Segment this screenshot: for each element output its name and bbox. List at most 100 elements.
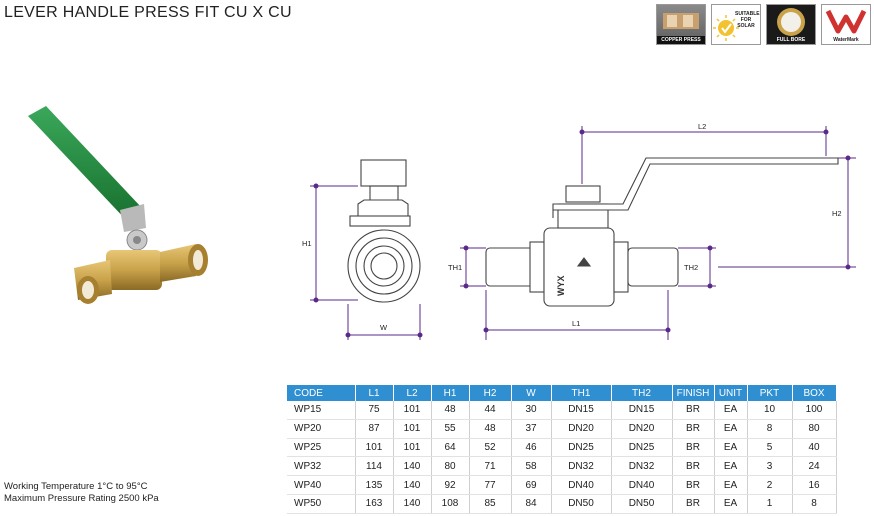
dim-label-th1: TH1	[448, 263, 462, 272]
table-cell: 8	[747, 419, 793, 439]
table-cell: DN40	[551, 475, 612, 495]
table-cell: 16	[792, 475, 837, 495]
table-cell: 37	[511, 419, 552, 439]
col-header: L2	[393, 385, 432, 401]
table-cell: 84	[511, 494, 552, 514]
table-cell: WP15	[287, 401, 356, 420]
table-cell: 101	[393, 438, 432, 458]
dim-label-h2: H2	[832, 209, 842, 218]
dim-label-l2: L2	[698, 122, 706, 131]
table-cell: EA	[714, 419, 748, 439]
table-cell: 92	[431, 475, 470, 495]
table-cell: 10	[747, 401, 793, 420]
front-view-lever	[552, 157, 839, 218]
table-cell: 80	[792, 419, 837, 439]
table-cell: 163	[355, 494, 394, 514]
solar-badge: SUITABLE FOR SOLAR	[711, 4, 761, 45]
table-cell: DN20	[551, 419, 612, 439]
col-header: PKT	[747, 385, 793, 401]
table-cell: 44	[469, 401, 512, 420]
dim-label-l1: L1	[572, 319, 580, 328]
table-row: WP40 135 140 92 77 69 DN40 DN40 BR EA 2 …	[287, 475, 837, 495]
front-view-body	[543, 227, 615, 307]
table-cell: 8	[792, 494, 837, 514]
table-cell: WP25	[287, 438, 356, 458]
dim-label-w: W	[380, 323, 388, 332]
table-cell: 5	[747, 438, 793, 458]
col-header: TH2	[611, 385, 673, 401]
col-header: H2	[469, 385, 512, 401]
table-cell: 140	[393, 475, 432, 495]
table-cell: 108	[431, 494, 470, 514]
table-cell: BR	[672, 419, 715, 439]
col-header: L1	[355, 385, 394, 401]
table-cell: 101	[393, 401, 432, 420]
working-temperature: Working Temperature 1°C to 95°C	[4, 481, 148, 492]
certification-badges: COPPER PRESS SUITABLE FOR SOLAR FULL BOR…	[656, 4, 871, 45]
table-cell: 30	[511, 401, 552, 420]
col-header: TH1	[551, 385, 612, 401]
table-cell: 64	[431, 438, 470, 458]
table-cell: DN50	[611, 494, 673, 514]
table-cell: BR	[672, 401, 715, 420]
col-header: BOX	[792, 385, 837, 401]
col-header: H1	[431, 385, 470, 401]
col-header: CODE	[287, 385, 356, 401]
table-cell: EA	[714, 401, 748, 420]
table-cell: WP50	[287, 494, 356, 514]
table-cell: 69	[511, 475, 552, 495]
body-mark: WYX	[556, 275, 566, 296]
table-cell: 80	[431, 456, 470, 477]
table-cell: DN32	[551, 456, 612, 477]
table-cell: EA	[714, 438, 748, 458]
table-cell: 101	[393, 419, 432, 439]
table-cell: EA	[714, 494, 748, 514]
col-header: W	[511, 385, 552, 401]
spec-table: CODE L1 L2 H1 H2 W TH1 TH2 FINISH UNIT P…	[287, 385, 837, 514]
table-cell: DN20	[611, 419, 673, 439]
side-view-body	[347, 229, 421, 303]
table-cell: 48	[431, 401, 470, 420]
lever-handle	[28, 106, 142, 222]
table-cell: 52	[469, 438, 512, 458]
full-bore-icon	[777, 8, 805, 36]
table-cell: 24	[792, 456, 837, 477]
table-cell: 100	[792, 401, 837, 420]
table-cell: 1	[747, 494, 793, 514]
table-row: WP32 114 140 80 71 58 DN32 DN32 BR EA 3 …	[287, 456, 837, 477]
table-cell: 140	[393, 494, 432, 514]
table-cell: 40	[792, 438, 837, 458]
table-cell: BR	[672, 475, 715, 495]
table-row: WP50 163 140 108 85 84 DN50 DN50 BR EA 1…	[287, 494, 837, 514]
table-cell: 87	[355, 419, 394, 439]
table-cell: DN15	[611, 401, 673, 420]
table-cell: BR	[672, 438, 715, 458]
full-bore-badge: FULL BORE	[766, 4, 816, 45]
col-header: UNIT	[714, 385, 748, 401]
table-cell: EA	[714, 475, 748, 495]
table-cell: BR	[672, 494, 715, 514]
badge-label: WaterMark	[833, 37, 859, 43]
table-header-row: CODE L1 L2 H1 H2 W TH1 TH2 FINISH UNIT P…	[287, 385, 837, 401]
operating-conditions: Working Temperature 1°C to 95°C Maximum …	[4, 481, 159, 505]
table-cell: WP32	[287, 456, 356, 477]
table-cell: 75	[355, 401, 394, 420]
page-title: LEVER HANDLE PRESS FIT CU X CU	[4, 4, 292, 21]
table-cell: DN32	[611, 456, 673, 477]
table-cell: 55	[431, 419, 470, 439]
table-cell: DN25	[611, 438, 673, 458]
table-cell: 46	[511, 438, 552, 458]
table-row: WP15 75 101 48 44 30 DN15 DN15 BR EA 10 …	[287, 401, 837, 420]
copper-press-icon	[663, 13, 699, 29]
table-cell: EA	[714, 456, 748, 477]
table-cell: 140	[393, 456, 432, 477]
table-cell: 77	[469, 475, 512, 495]
table-row: WP25 101 101 64 52 46 DN25 DN25 BR EA 5 …	[287, 438, 837, 458]
valve-body	[106, 250, 162, 290]
table-row: WP20 87 101 55 48 37 DN20 DN20 BR EA 8 8…	[287, 419, 837, 439]
table-cell: 114	[355, 456, 394, 477]
table-cell: 2	[747, 475, 793, 495]
watermark-logo-icon	[825, 9, 867, 34]
table-cell: BR	[672, 456, 715, 477]
table-cell: 71	[469, 456, 512, 477]
